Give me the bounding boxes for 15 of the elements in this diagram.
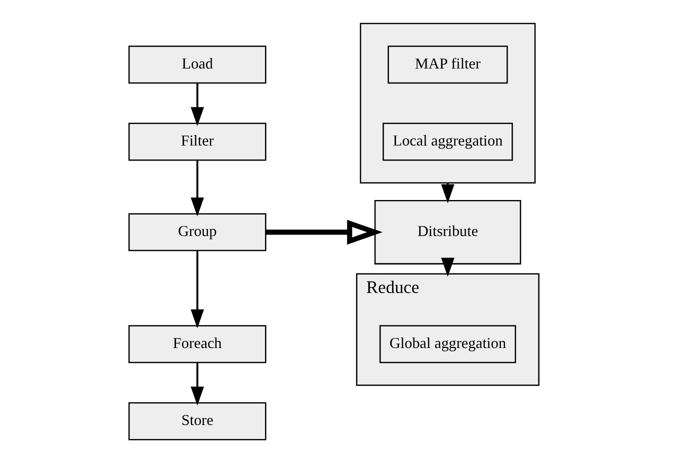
arrow: [190, 362, 204, 406]
node-box: MAP filter: [388, 46, 508, 84]
node-box: Group: [128, 213, 266, 252]
arrow: [266, 220, 383, 245]
node-box: Load: [128, 46, 266, 84]
node-box: Foreach: [128, 325, 266, 364]
arrow: [190, 83, 204, 126]
node-box: Filter: [128, 122, 266, 161]
arrow: [190, 160, 204, 216]
arrow: [190, 250, 204, 328]
node-box: Global aggregation: [379, 325, 516, 364]
cluster: [360, 22, 536, 184]
arrow: [441, 258, 454, 277]
node-box: Store: [128, 402, 266, 440]
node-box: Local aggregation: [382, 122, 513, 161]
